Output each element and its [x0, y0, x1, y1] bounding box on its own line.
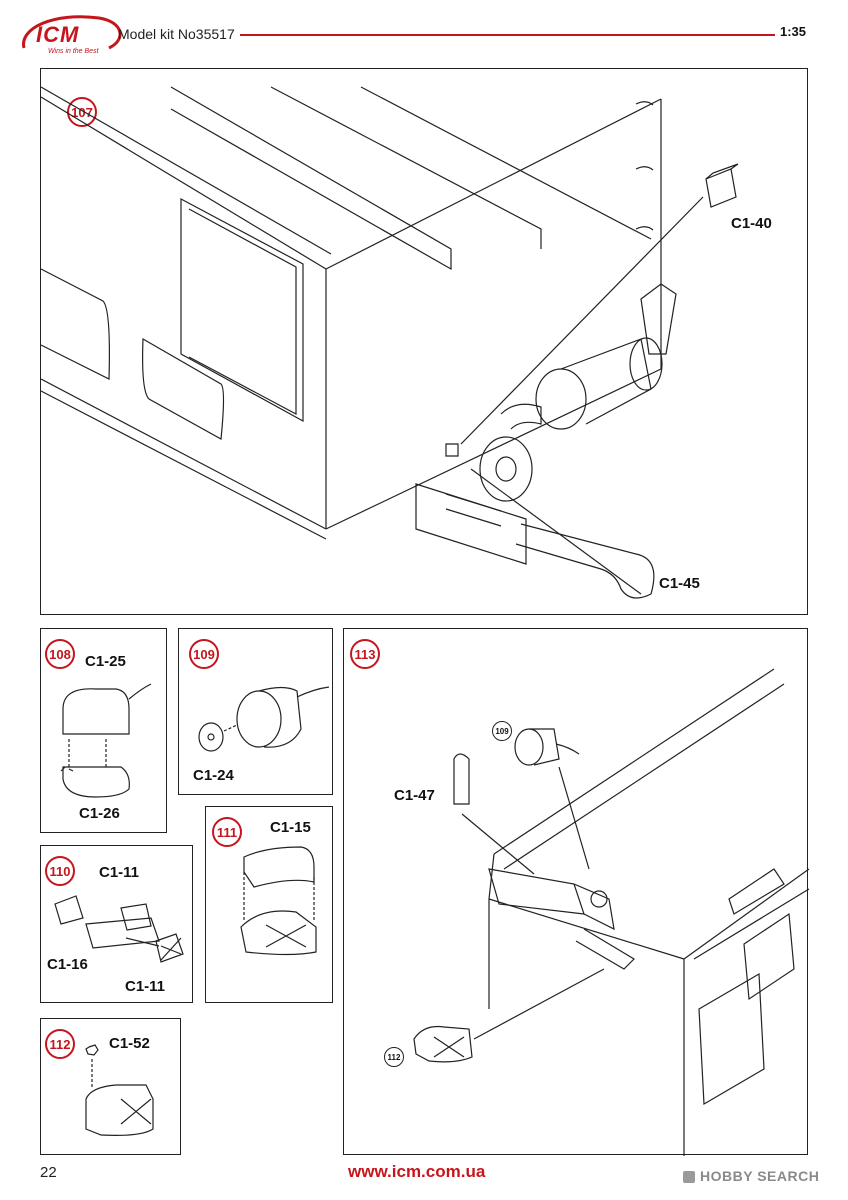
- step-112-panel: 112 C1-52: [40, 1018, 181, 1155]
- box-cover-drawing: [206, 807, 334, 1004]
- step-reference-badge: 112: [384, 1047, 404, 1067]
- step-110-panel: 110 C1-11 C1-16 C1-11: [40, 845, 193, 1003]
- kit-title: Model kit No35517: [118, 26, 235, 42]
- part-label: C1-45: [659, 575, 700, 592]
- logo-text: ICM: [36, 22, 80, 47]
- scale-label: 1:35: [780, 24, 807, 39]
- step-107-panel: 107: [40, 68, 808, 615]
- logo-tagline: Wins in the Best: [48, 48, 99, 55]
- step-109-panel: 109 C1-24: [178, 628, 333, 795]
- part-label: C1-26: [79, 805, 120, 822]
- part-label: C1-47: [394, 787, 435, 804]
- step-111-panel: 111 C1-15: [205, 806, 333, 1003]
- muffler-halves-drawing: [41, 629, 168, 834]
- part-label: C1-24: [193, 767, 234, 784]
- part-label: C1-40: [731, 215, 772, 232]
- part-label: C1-11: [125, 978, 166, 995]
- step-number: 112: [45, 1029, 75, 1059]
- hobby-search-icon: [683, 1171, 695, 1183]
- part-label: C1-16: [47, 956, 88, 973]
- step-number: 109: [189, 639, 219, 669]
- page-number: 22: [40, 1164, 57, 1181]
- step-number: 113: [350, 639, 380, 669]
- step-reference-badge: 109: [492, 721, 512, 741]
- header-rule: [240, 34, 775, 36]
- part-label: C1-52: [109, 1035, 150, 1052]
- part-label: C1-25: [85, 653, 126, 670]
- box-frame-drawing: [41, 846, 194, 1004]
- truck-rear-drawing: [344, 629, 809, 1156]
- part-label: C1-11: [99, 864, 140, 881]
- step-108-panel: 108 C1-25 C1-26: [40, 628, 167, 833]
- step-113-panel: 113 109 112 C1-47: [343, 628, 808, 1155]
- part-label: C1-15: [270, 819, 311, 836]
- box-cap-drawing: [41, 1019, 182, 1156]
- truck-body-drawing: [41, 69, 809, 616]
- step-number: 108: [45, 639, 75, 669]
- step-number: 111: [212, 817, 242, 847]
- icm-logo-icon: [14, 10, 134, 60]
- step-number: 110: [45, 856, 75, 886]
- header: ICM Wins in the Best Model kit No35517 1…: [0, 0, 848, 62]
- muffler-cap-drawing: [179, 629, 334, 796]
- step-number: 107: [67, 97, 97, 127]
- website-link[interactable]: www.icm.com.ua: [348, 1162, 486, 1181]
- watermark: HOBBY SEARCH: [700, 1168, 820, 1184]
